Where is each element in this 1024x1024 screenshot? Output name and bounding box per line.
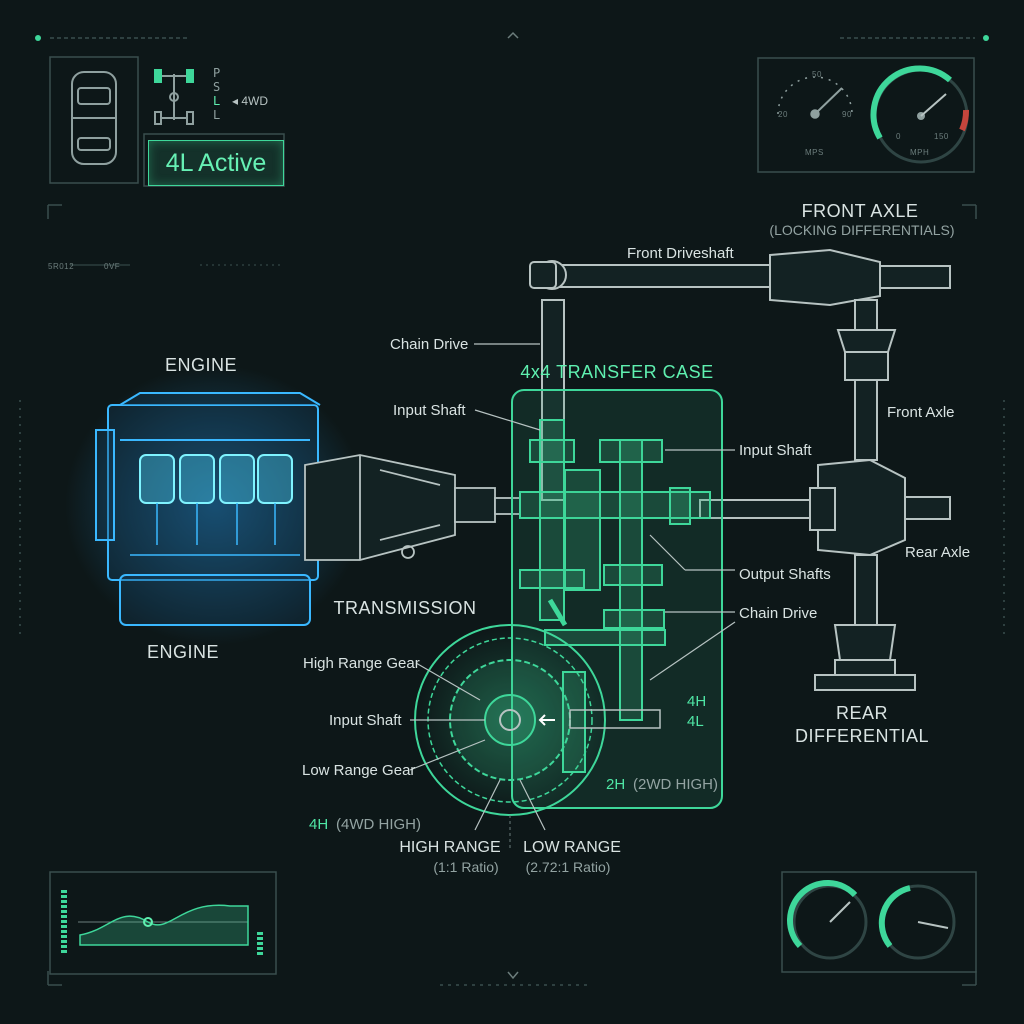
speed-gauge-panel-bottom: [781, 871, 977, 973]
mode-4l-label: 4L: [687, 713, 704, 730]
torque-graph-panel: [49, 871, 277, 975]
front-axle-title: FRONT AXLE: [801, 201, 919, 221]
vehicle-status-panel: [49, 56, 285, 187]
selector-indicator: ◂ 4WD: [232, 94, 269, 108]
engine-label-top: ENGINE: [164, 355, 238, 375]
gauge-mph: [870, 65, 969, 164]
low-range-gear-label: Low Range Gear: [302, 762, 416, 779]
mode-2h-label: 2H: [606, 776, 626, 793]
input-shaft-label-left: Input Shaft: [393, 402, 466, 419]
low-range-ratio: (2.72:1 Ratio): [525, 859, 611, 875]
front-axle-subtitle: (LOCKING DIFFERENTIALS): [769, 222, 955, 238]
gear-p: P: [213, 66, 221, 80]
tiny-code-2: 0VF: [104, 262, 121, 271]
vehicle-icon: [71, 71, 117, 165]
mode-2h-desc: (2WD HIGH): [633, 776, 718, 793]
gauge-mps: [777, 76, 853, 119]
engine-label-bottom: ENGINE: [146, 642, 220, 662]
high-range-label: HIGH RANGE: [399, 839, 501, 856]
transfer-case-label: 4x4 TRANSFER CASE: [520, 362, 714, 382]
mode-4h-bottom-label: 4H: [309, 816, 329, 833]
range-gear-assembly: [414, 624, 661, 850]
output-shafts-label: Output Shafts: [739, 566, 831, 583]
mode-4h-bottom-desc: (4WD HIGH): [336, 816, 421, 833]
low-range-label: LOW RANGE: [523, 839, 621, 856]
gauge-mps-unit: MPS: [805, 148, 824, 157]
hud-frame: [19, 31, 1005, 986]
rear-differential-label-2: DIFFERENTIAL: [794, 726, 930, 746]
gear-l1: L: [213, 94, 221, 108]
gear-selector: P S L L: [213, 66, 220, 122]
chain-drive-label-right: Chain Drive: [739, 605, 818, 622]
rear-differential-label-1: REAR: [835, 703, 889, 723]
transmission: [304, 454, 521, 561]
front-axle-label: Front Axle: [887, 404, 955, 421]
front-driveshaft-label: Front Driveshaft: [627, 245, 734, 262]
gear-l2: L: [213, 108, 221, 122]
mode-4h-label: 4H: [687, 693, 707, 710]
input-shaft-gear-label: Input Shaft: [329, 712, 402, 729]
high-range-ratio: (1:1 Ratio): [433, 859, 499, 875]
gauge-mps-tick-3: 90: [842, 110, 852, 119]
driveshafts: [529, 248, 951, 691]
mode-badge: 4L Active: [148, 140, 284, 186]
high-range-gear-label: High Range Gear: [303, 655, 420, 672]
chain-drive-label-top: Chain Drive: [390, 336, 469, 353]
tiny-code-1: 5R012: [48, 262, 75, 271]
rear-axle-label: Rear Axle: [905, 544, 971, 561]
transmission-label: TRANSMISSION: [333, 598, 477, 618]
gauge-mph-tick-2: 150: [934, 132, 949, 141]
speed-gauge-panel-top: [757, 57, 975, 173]
gauge-mps-tick-2: 20: [778, 110, 788, 119]
input-shaft-label-right: Input Shaft: [739, 442, 812, 459]
drivetrain-status-icon: [154, 69, 194, 125]
gauge-mps-tick-1: 50: [812, 70, 822, 79]
engine: [65, 365, 365, 645]
gauge-mph-tick-1: 0: [896, 132, 901, 141]
leader-lines: [409, 343, 736, 831]
gear-s: S: [213, 80, 221, 94]
gauge-mph-unit: MPH: [910, 148, 930, 157]
